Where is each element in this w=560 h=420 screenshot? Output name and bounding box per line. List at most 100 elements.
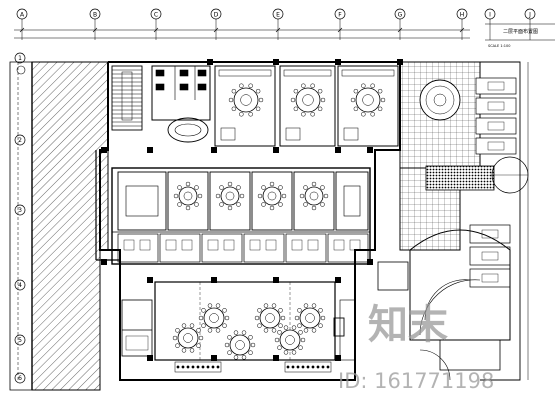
chair — [310, 112, 315, 117]
sofa-set — [343, 185, 361, 217]
round-table — [198, 303, 230, 333]
chair — [303, 328, 309, 333]
table-top — [229, 334, 251, 356]
column — [101, 147, 107, 153]
chair — [283, 350, 289, 355]
chair — [297, 323, 302, 328]
middle-dining-rooms — [117, 171, 369, 263]
dining-room — [209, 171, 251, 231]
banquet-hall-tables — [172, 303, 326, 360]
chair — [257, 323, 262, 328]
chair — [293, 88, 299, 94]
round-table — [172, 323, 204, 353]
lounge-room — [201, 233, 243, 263]
chair — [318, 323, 323, 328]
chair — [248, 350, 253, 355]
planter-dot — [206, 365, 210, 369]
chair — [215, 328, 221, 333]
booth-table — [487, 101, 505, 111]
chair — [241, 330, 247, 335]
title-block: 二层平面布置图 SCALE 1:100 — [485, 23, 555, 48]
chair — [248, 112, 253, 117]
chair — [224, 342, 230, 348]
table-lazy-susan — [362, 94, 374, 106]
chair — [298, 330, 303, 335]
booth-table — [487, 141, 505, 151]
column — [273, 59, 279, 65]
table-top — [355, 87, 381, 113]
chair — [215, 193, 221, 199]
grid-bubble-left — [14, 334, 26, 346]
grid-label-left: 6 — [18, 375, 22, 382]
planter-dot — [321, 365, 325, 369]
booth-table — [487, 81, 505, 91]
lounge-room — [159, 233, 201, 263]
column — [211, 147, 217, 153]
table-lazy-susan — [183, 333, 193, 343]
central-corridor — [111, 167, 371, 265]
armchair — [123, 239, 135, 251]
planter-dot — [181, 365, 185, 369]
round-table — [290, 83, 326, 117]
grid-bubble-left — [14, 134, 26, 146]
chair — [261, 202, 266, 207]
chair — [201, 323, 206, 328]
chair — [254, 315, 260, 321]
planter-dot — [191, 365, 195, 369]
booth — [469, 246, 511, 266]
table-lazy-susan — [235, 340, 245, 350]
chair — [303, 202, 308, 207]
chair — [255, 106, 261, 112]
grid-label-top: E — [276, 12, 280, 19]
lower-left-rooms — [121, 299, 153, 357]
column — [335, 147, 341, 153]
chair — [233, 355, 239, 360]
chair — [257, 308, 262, 313]
column — [273, 147, 279, 153]
drawing-scale: SCALE 1:100 — [488, 44, 510, 48]
chair — [250, 342, 256, 348]
table-lazy-susan — [309, 191, 319, 201]
watermark: 知末 ID: 161771198 — [338, 302, 494, 393]
grid-label-top: B — [93, 12, 97, 19]
planter-dot — [286, 365, 290, 369]
round-table — [299, 181, 329, 211]
chair — [197, 193, 203, 199]
table-lazy-susan — [240, 94, 252, 106]
planter-dot — [216, 365, 220, 369]
table-top — [177, 327, 199, 349]
round-table — [257, 181, 287, 211]
chair — [353, 106, 359, 112]
chair — [350, 97, 356, 103]
chair — [248, 83, 253, 88]
sofa-set — [125, 185, 159, 217]
chair — [175, 343, 180, 348]
round-table — [228, 83, 264, 117]
chair — [311, 303, 317, 308]
chair — [311, 181, 317, 187]
armchair — [223, 239, 235, 251]
private-room — [214, 65, 276, 147]
armchair — [265, 239, 277, 251]
private-room — [337, 65, 399, 147]
chair — [294, 315, 300, 321]
booth — [475, 77, 517, 95]
sideboard — [218, 69, 272, 77]
grid-label-top: C — [154, 12, 158, 19]
watermark-id: ID: 161771198 — [338, 369, 494, 393]
chair — [310, 83, 315, 88]
planter-dot — [301, 365, 305, 369]
chair — [219, 185, 224, 190]
chair — [207, 328, 213, 333]
chair — [236, 202, 241, 207]
chair — [189, 348, 195, 353]
chair — [303, 185, 308, 190]
table-lazy-susan — [285, 335, 295, 345]
chair — [320, 202, 325, 207]
grid-bubble-left — [14, 372, 26, 384]
right-side-booths — [469, 77, 517, 288]
lounge-room — [117, 233, 159, 263]
round-table — [215, 181, 245, 211]
